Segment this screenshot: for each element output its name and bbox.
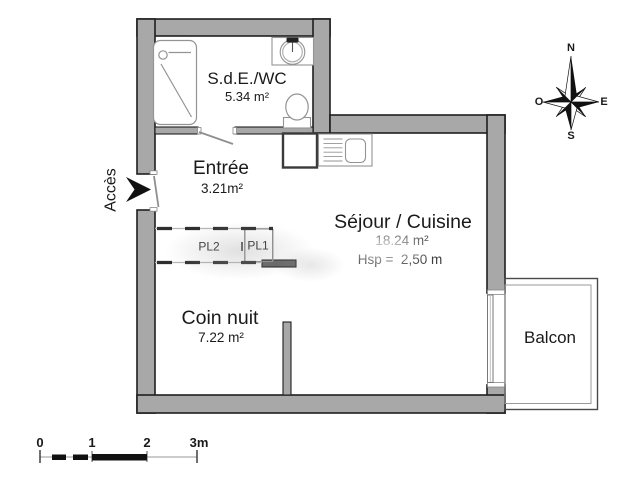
compass-rose-icon [542, 55, 600, 131]
access-label: Accès [102, 168, 120, 212]
room-label-coin-nuit: Coin nuit [181, 306, 259, 329]
compass-north-label: N [567, 42, 575, 55]
compass-west-label: O [534, 96, 544, 109]
shower [152, 39, 198, 126]
ceiling-height-note: Hsp = 2,50 m [357, 251, 443, 267]
balcony [504, 277, 599, 411]
room-label-balcon: Balcon [524, 328, 576, 348]
kitchen-appliance [281, 132, 319, 169]
room-label-sejour-cuisine: Séjour / Cuisine [334, 210, 472, 233]
room-label-sde-wc: S.d.E./WC [207, 69, 287, 89]
toilet [282, 93, 312, 129]
access-arrow-icon [126, 177, 151, 202]
kitchen-sink [317, 133, 373, 167]
bathroom-door [197, 127, 237, 145]
room-area-coin-nuit: 7.22 m² [198, 329, 244, 345]
closet-label-pl1: PL1 [247, 238, 269, 253]
balcony-window [487, 289, 505, 388]
closets [155, 226, 274, 265]
entrance-door [149, 170, 160, 212]
scale-bar [39, 450, 198, 463]
room-area-sejour-cuisine: 18.24 m² [375, 232, 429, 248]
washbasin [271, 36, 315, 66]
compass-east-label: E [600, 96, 608, 109]
room-label-entree: Entrée [193, 158, 249, 180]
scale-tick-2: 2 [143, 435, 151, 451]
room-area-sde-wc: 5.34 m² [224, 89, 270, 105]
scale-tick-0: 0 [36, 435, 44, 451]
scale-tick-3m: 3m [189, 435, 209, 451]
room-area-entree: 3.21m² [200, 180, 244, 196]
closet-label-pl2: PL2 [198, 239, 220, 254]
compass-south-label: S [567, 130, 575, 143]
scale-tick-1: 1 [88, 435, 96, 451]
